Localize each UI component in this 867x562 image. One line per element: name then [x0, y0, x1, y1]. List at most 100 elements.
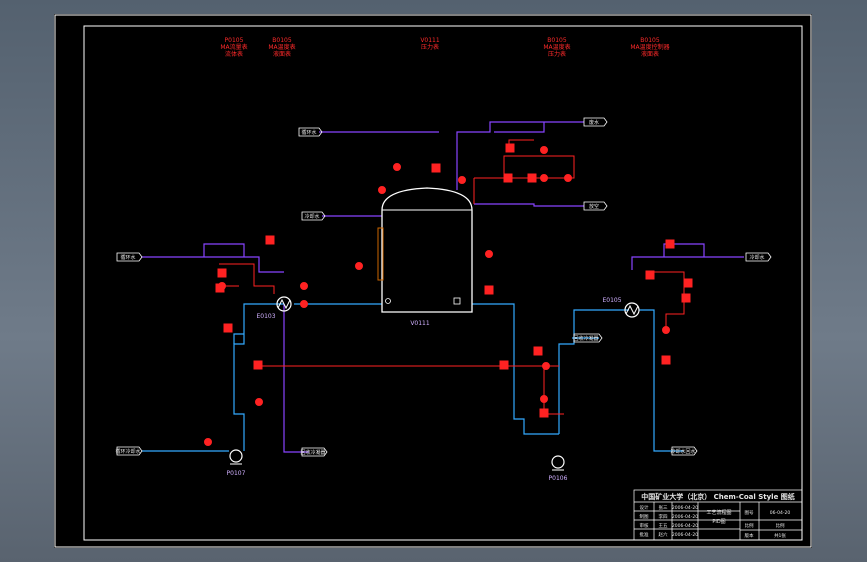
title-date: 06-04-20 — [770, 510, 791, 516]
top-control-loop — [474, 155, 575, 179]
stream-label: 循环水 — [301, 129, 316, 136]
instrument-square — [503, 173, 513, 183]
top-branch-line — [494, 122, 545, 133]
title-scale: 比例 — [776, 522, 785, 529]
instrument-square — [217, 268, 227, 278]
left-bypass-line — [203, 243, 245, 257]
flag-bottom-left — [116, 446, 143, 456]
left-pump-loop — [233, 303, 284, 451]
instrument-square — [539, 408, 549, 418]
reactor-drain — [453, 297, 461, 305]
header-label-line2: 压力表 — [548, 50, 566, 58]
outer-border — [54, 14, 812, 548]
header-label-line1: MA温度控制器 — [630, 43, 669, 51]
title-drawing-no: PID图 — [712, 519, 725, 525]
instrument-square — [223, 323, 233, 333]
left-upper-inlet-line — [142, 256, 284, 273]
header-labels: P0105 MA流量表 流体表 B0105 MA温度表 液面表 V0111 压力… — [220, 37, 669, 58]
title-block-school: 中国矿业大学（北京） Chem-Coal Style 图纸 — [641, 492, 795, 501]
reactor-to-right-line — [472, 303, 559, 435]
header-label-line1: 压力表 — [421, 43, 439, 51]
header-label-line2: 流体表 — [225, 50, 243, 58]
instrument-bubble — [255, 398, 263, 406]
flag-mid-right — [573, 333, 603, 343]
header-label-tag: B0105 — [640, 37, 660, 44]
reactor-vessel: V0111 — [377, 187, 473, 327]
title-row-role: 制图 — [640, 513, 649, 520]
stream-label: 放空 — [589, 203, 599, 210]
flag-bottom-right — [671, 446, 698, 456]
hx-right-tag: E0105 — [602, 297, 621, 304]
instrument-bubble — [540, 174, 548, 182]
pump-right-tag: P0106 — [549, 475, 568, 482]
pump-left: P0107 — [227, 449, 246, 477]
drawing-sheet: P0105 MA流量表 流体表 B0105 MA温度表 液面表 V0111 压力… — [54, 14, 812, 548]
header-label-line1: MA流量表 — [220, 43, 247, 51]
instrument-bubble — [458, 176, 466, 184]
header-label-line1: MA温度表 — [543, 43, 570, 51]
stream-label: 冷却水 — [749, 254, 764, 261]
title-block-text: 中国矿业大学（北京） Chem-Coal Style 图纸 设计 张三 2006… — [640, 492, 795, 539]
title-right-label: 版本 — [745, 532, 754, 539]
header-label-line1: MA温度表 — [268, 43, 295, 51]
reactor-jacket — [377, 227, 384, 281]
hx-right-coil — [625, 304, 639, 316]
pump-right: P0106 — [549, 455, 568, 482]
header-label-tag: P0105 — [225, 37, 244, 44]
instrument-square — [533, 346, 543, 356]
instrument-bubble — [300, 300, 308, 308]
pump-left-tag: P0107 — [227, 470, 246, 477]
instrument-bubble — [564, 174, 572, 182]
left-loop-branch — [233, 333, 244, 344]
title-row-name: 张三 — [659, 504, 668, 511]
hx-right-shell — [624, 302, 640, 318]
reactor-tag: V0111 — [410, 320, 430, 327]
header-label-tag: B0105 — [547, 37, 567, 44]
title-row-role: 批准 — [640, 531, 649, 538]
title-block-frame — [633, 489, 803, 541]
instrument-bubble — [662, 326, 670, 334]
instrument-square — [215, 283, 225, 293]
instrument-square — [431, 163, 441, 173]
right-outlet-line — [639, 309, 684, 452]
right-bypass-line — [663, 243, 705, 257]
instrument-square — [681, 293, 691, 303]
instrument-square — [265, 235, 275, 245]
process-lines — [142, 121, 744, 453]
stream-label: 回收冷凝器 — [300, 449, 325, 456]
stream-flags — [116, 117, 772, 457]
header-label-tag: B0105 — [272, 37, 292, 44]
stream-label: 循环水 — [120, 254, 135, 261]
heat-exchanger-left: E0103 — [256, 296, 292, 320]
instrument-square — [665, 239, 675, 249]
title-row-date: 2006-04-20 — [672, 523, 698, 529]
title-drawing-name: 工艺流程图 — [706, 509, 731, 516]
header-label-line2: 液面表 — [641, 50, 659, 58]
stream-label: 冷却水回水 — [670, 448, 695, 455]
instrument-bubble — [300, 282, 308, 290]
left-control-loop — [219, 263, 275, 294]
instruments — [204, 143, 693, 446]
instrument-bubble — [355, 262, 363, 270]
instrument-bubble — [204, 438, 212, 446]
hx-left-coil — [277, 298, 291, 310]
instrument-square — [505, 143, 515, 153]
instrument-bubble — [393, 163, 401, 171]
right-control-loop — [652, 271, 685, 332]
stream-label: 废水 — [589, 119, 599, 126]
instrument-square — [484, 285, 494, 295]
water-lines — [142, 303, 684, 452]
instrument-square — [661, 355, 671, 365]
title-right-label: 图号 — [745, 510, 754, 516]
flag-right-upper — [745, 252, 772, 262]
instrument-bubble — [540, 395, 548, 403]
instrument-square — [527, 173, 537, 183]
title-row-date: 2006-04-20 — [672, 514, 698, 520]
vent-line — [474, 203, 584, 207]
title-row-date: 2006-04-20 — [672, 532, 698, 538]
stream-labels: 循环水 废水 冷却水 放空 循环水 冷却水 循环冷却水 回收冷凝器 回收冷凝器 … — [115, 119, 764, 456]
pid-diagram: P0105 MA流量表 流体表 B0105 MA温度表 液面表 V0111 压力… — [54, 14, 812, 548]
right-upper-inlet-line — [631, 256, 744, 270]
stream-label: 循环冷却水 — [115, 448, 140, 455]
instrument-bubble — [542, 362, 550, 370]
